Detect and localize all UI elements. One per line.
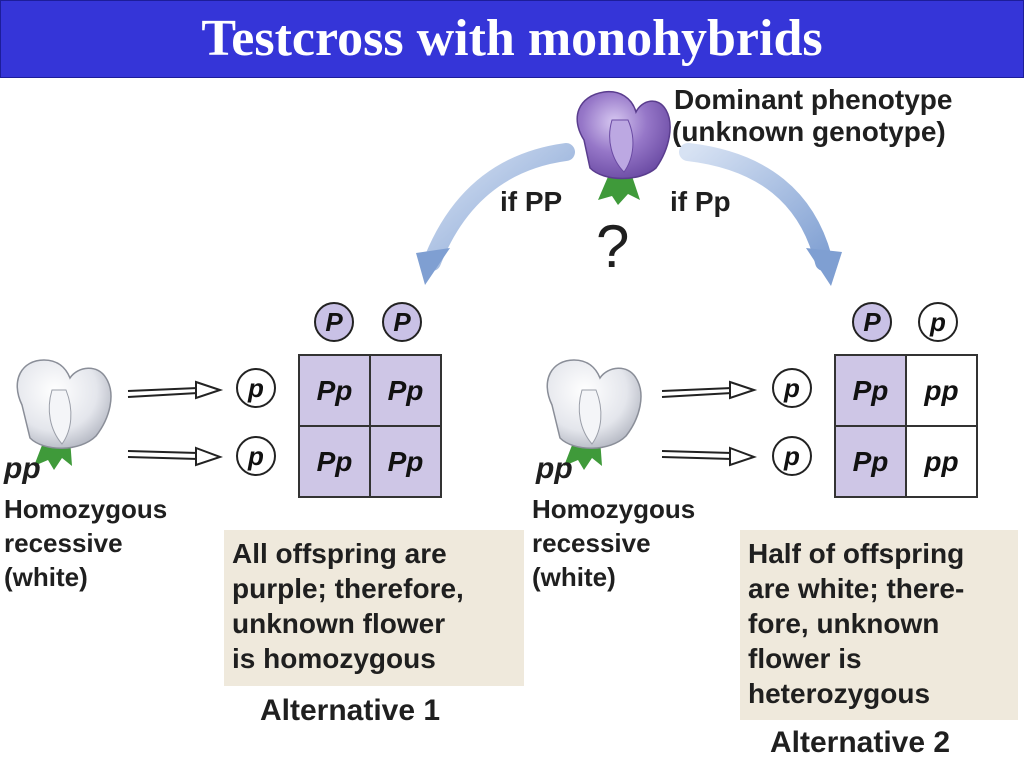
white-flower-icon-left	[16, 359, 112, 470]
gamete-side-2: p	[772, 436, 812, 476]
gamete-arrow-2a	[661, 380, 758, 400]
recessive-label-left: recessive	[4, 528, 123, 558]
punnett-cell: Pp	[371, 356, 440, 425]
punnett-square-1: Pp Pp Pp Pp	[298, 354, 442, 498]
gamete-arrow-2b	[661, 446, 757, 467]
white-label-right: (white)	[532, 562, 616, 592]
punnett-cell: Pp	[371, 427, 440, 496]
gamete-side-1: p	[236, 368, 276, 408]
punnett-cell: Pp	[300, 427, 369, 496]
gamete-side-2: p	[236, 436, 276, 476]
alternative-2-label: Alternative 2	[770, 726, 951, 759]
page-title: Testcross with monohybrids	[0, 0, 1024, 78]
gamete-top-1: P	[314, 302, 354, 342]
gamete-arrow-1b	[127, 446, 223, 467]
conclusion-line: Half of offspring	[748, 538, 965, 569]
conclusion-line: fore, unknown	[748, 608, 940, 639]
if-PP-label: if PP	[500, 186, 563, 217]
conclusion-line: unknown flower	[232, 608, 446, 639]
punnett-cell: Pp	[300, 356, 369, 425]
curved-arrow-left	[416, 143, 575, 285]
unknown-genotype-label: (unknown genotype)	[672, 116, 946, 147]
gamete-top-1: P	[852, 302, 892, 342]
conclusion-box-2: Half of offspring are white; there- fore…	[740, 530, 1018, 720]
curved-arrow-right	[679, 143, 842, 286]
genotype-label-left: pp	[4, 452, 41, 485]
conclusion-line: heterozygous	[748, 678, 931, 709]
gamete-top-2: p	[918, 302, 958, 342]
conclusion-line: are white; there-	[748, 573, 965, 604]
conclusion-box-1: All offspring are purple; therefore, unk…	[224, 530, 524, 686]
dominant-phenotype-label: Dominant phenotype	[674, 84, 953, 115]
homozygous-label-right: Homozygous	[532, 494, 696, 524]
punnett-cell: pp	[907, 427, 976, 496]
gamete-arrow-1a	[127, 380, 224, 400]
if-Pp-label: if Pp	[670, 186, 731, 217]
homozygous-label-left: Homozygous	[4, 494, 168, 524]
white-label-left: (white)	[4, 562, 88, 592]
recessive-label-right: recessive	[532, 528, 651, 558]
punnett-cell: Pp	[836, 427, 905, 496]
genotype-label-right: pp	[536, 452, 573, 485]
gamete-top-2: P	[382, 302, 422, 342]
purple-flower-icon	[576, 90, 671, 205]
conclusion-line: flower is	[748, 643, 862, 674]
alternative-1-label: Alternative 1	[260, 694, 441, 727]
question-mark: ?	[596, 213, 630, 280]
conclusion-line: is homozygous	[232, 643, 436, 674]
conclusion-line: All offspring are	[232, 538, 447, 569]
gamete-side-1: p	[772, 368, 812, 408]
punnett-cell: pp	[907, 356, 976, 425]
conclusion-line: purple; therefore,	[232, 573, 464, 604]
punnett-square-2: Pp pp Pp pp	[834, 354, 978, 498]
white-flower-icon-right	[546, 359, 642, 470]
punnett-cell: Pp	[836, 356, 905, 425]
